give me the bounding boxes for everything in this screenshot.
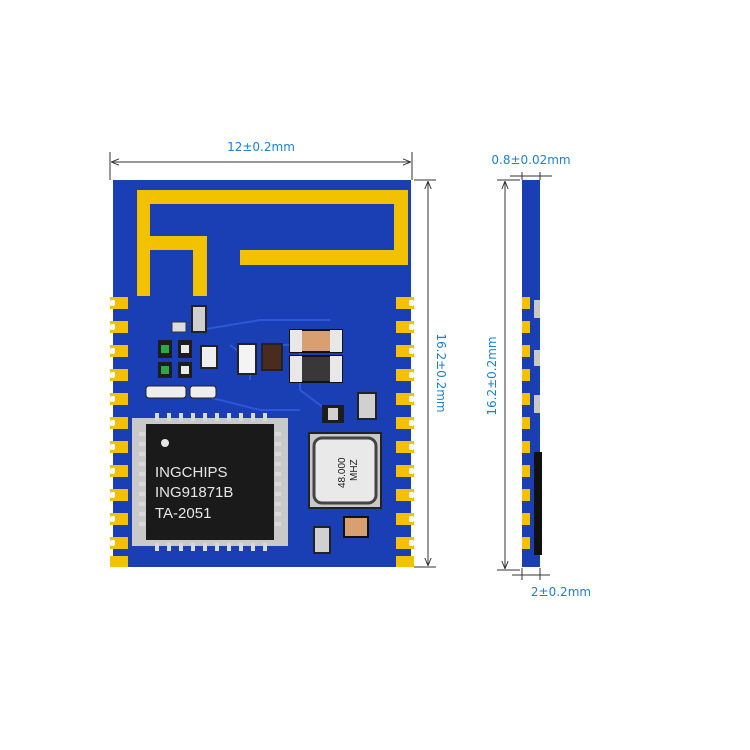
right-castellated-pads [396, 297, 414, 567]
pcb-antenna-trace [137, 190, 408, 296]
thickness-dimension: 0.8±0.02mm [491, 153, 571, 180]
chip-label-line2: ING91871B [155, 484, 233, 501]
crystal-frequency: 48.000 [337, 457, 348, 488]
left-castellated-pads [110, 297, 128, 567]
side-pad-width-dimension: 2±0.2mm [512, 568, 591, 599]
crystal-unit: MHZ [349, 459, 360, 481]
chip-label-line3: TA-2051 [155, 505, 211, 522]
pin1-marker [161, 439, 169, 447]
side-pads [522, 297, 530, 549]
side-chip-profile [534, 452, 542, 555]
side-height-label: 16.2±0.2mm [485, 336, 499, 415]
smd-components [145, 305, 377, 554]
width-label: 12±0.2mm [227, 140, 295, 154]
module-side-view: 0.8±0.02mm 16.2±0.2mm 2±0.2mm [485, 153, 591, 599]
thickness-label: 0.8±0.02mm [491, 153, 570, 167]
height-dimension: 16.2±0.2mm [414, 179, 448, 568]
qfn-chip: INGCHIPS ING91871B TA-2051 [132, 413, 288, 551]
chip-label-line1: INGCHIPS [155, 464, 228, 481]
module-front-view: INGCHIPS ING91871B TA-2051 48.000 MHZ 12… [109, 140, 448, 568]
crystal-oscillator: 48.000 MHZ [308, 432, 382, 509]
width-dimension: 12±0.2mm [109, 140, 413, 180]
side-pad-width-label: 2±0.2mm [531, 585, 591, 599]
height-label: 16.2±0.2mm [434, 333, 448, 412]
side-height-dimension: 16.2±0.2mm [485, 179, 520, 571]
